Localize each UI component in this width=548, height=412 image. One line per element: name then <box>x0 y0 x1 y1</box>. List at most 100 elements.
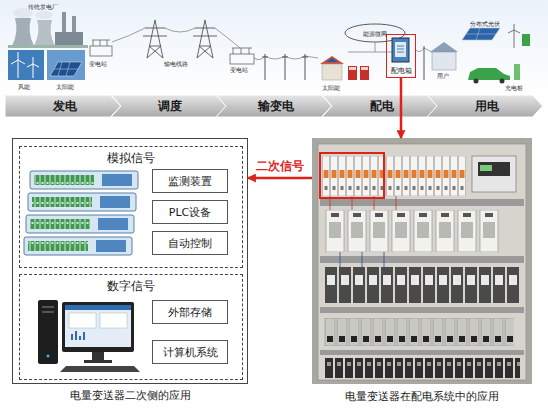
cabinet-photo <box>322 156 466 196</box>
user-side <box>430 24 530 84</box>
device-box: 监测装置 <box>152 169 228 193</box>
plc-modules <box>98 218 128 230</box>
distribution-line <box>424 46 425 80</box>
power-plant <box>8 45 88 48</box>
substation-icon <box>232 48 252 54</box>
illustration-label: 传统发电厂 <box>28 3 58 10</box>
stage-band: 用电 <box>427 95 543 117</box>
substation-icon <box>230 54 254 64</box>
edge-label: 二次信号 <box>256 158 304 175</box>
computer-icon <box>65 305 131 347</box>
microgrid <box>360 66 369 80</box>
box-icon <box>397 46 404 52</box>
plc-modules <box>34 175 94 185</box>
cabinet-photo <box>324 358 520 378</box>
computer-icon <box>42 311 54 313</box>
microgrid <box>326 58 338 62</box>
group-title: 数字信号 <box>20 278 242 295</box>
cabinet-photo <box>318 144 526 380</box>
cabinet-photo <box>478 162 510 176</box>
power-plant <box>72 16 76 32</box>
substation-icon <box>92 40 110 46</box>
computer-icon <box>60 366 140 372</box>
plc-modules <box>30 171 138 189</box>
microgrid <box>361 67 368 70</box>
group-title: 模拟信号 <box>20 150 242 167</box>
power-plant <box>35 11 53 19</box>
cabinet-photo <box>312 138 532 384</box>
illustration-label: 分布式光伏 <box>470 20 500 27</box>
chevron-shape <box>322 95 438 117</box>
cabinet-photo <box>312 138 532 384</box>
node-text: 外部存储 <box>168 305 212 320</box>
solar-farm <box>50 62 82 76</box>
plc-modules <box>24 237 132 255</box>
device-box: 自动控制 <box>152 231 228 255</box>
box-icon <box>392 38 409 62</box>
cabinet-photo <box>320 307 524 313</box>
wind-farm <box>11 52 39 78</box>
stage-band: 发电 <box>5 95 121 117</box>
node-text: 调度 <box>111 95 227 117</box>
computer-icon <box>47 355 50 358</box>
computer-icon <box>62 302 134 352</box>
plc-modules <box>96 240 126 252</box>
computer-icon <box>72 331 84 340</box>
node-text: 自动控制 <box>168 236 212 251</box>
signal-group: 数字信号外部存储计算机系统 <box>19 274 243 380</box>
illustration-label: 变电站 <box>230 66 248 73</box>
node-text: 监测装置 <box>168 174 212 189</box>
plc-modules <box>24 171 138 255</box>
microgrid <box>348 66 357 80</box>
chevron-shape <box>427 95 543 117</box>
user-side <box>508 24 520 48</box>
chevron-shape <box>216 95 332 117</box>
user-side <box>430 42 458 52</box>
plc-modules <box>28 193 136 211</box>
signal-arrow <box>248 177 312 180</box>
cabinet-photo <box>480 165 492 171</box>
chevron-shape <box>111 95 227 117</box>
panel-frame: 电量变送器二次侧的应用模拟信号监测装置PLC设备自动控制数字信号外部存储计算机系… <box>12 138 248 384</box>
cabinet-photo <box>320 350 524 355</box>
power-plant <box>62 12 66 32</box>
device-box: 计算机系统 <box>152 340 228 364</box>
user-side <box>466 28 496 40</box>
computer-icon <box>84 360 112 363</box>
node-text: 用电 <box>427 95 543 117</box>
power-plant <box>34 20 55 46</box>
solar-farm <box>47 50 85 80</box>
sky-band <box>0 0 548 95</box>
plc-modules <box>102 174 132 186</box>
distribution-box: 配电箱 <box>386 34 416 78</box>
illustration-label: 太阳能 <box>56 83 74 90</box>
user-side <box>462 28 500 40</box>
microgrid <box>322 64 342 80</box>
node-text: 发电 <box>5 95 121 117</box>
node-text: 输变电 <box>216 95 332 117</box>
substation-icon <box>90 46 112 56</box>
power-plant <box>55 32 83 46</box>
box-icon <box>395 42 406 57</box>
illustration-label: 风能 <box>18 83 30 90</box>
cabinet-photo <box>324 318 514 346</box>
cabinet-photo <box>324 210 500 252</box>
cabinet-photo <box>340 252 384 267</box>
computer-icon <box>38 300 58 364</box>
computer-icon <box>100 313 127 328</box>
cabinet-photo <box>472 156 516 192</box>
cabinet-photo <box>320 199 524 206</box>
signal-group: 模拟信号监测装置PLC设备自动控制 <box>19 146 243 268</box>
distribution-line <box>262 54 308 80</box>
transmission-tower <box>143 20 167 58</box>
plc-modules <box>26 215 134 233</box>
node-text: 配电 <box>322 95 438 117</box>
plc-modules <box>28 241 88 251</box>
solar-farm <box>54 62 78 76</box>
stage-band: 调度 <box>111 95 227 117</box>
cabinet-photo <box>320 256 524 263</box>
illustration-label: 充电桩 <box>505 84 523 91</box>
power-plant <box>12 18 34 46</box>
chevron-shape <box>5 95 121 117</box>
